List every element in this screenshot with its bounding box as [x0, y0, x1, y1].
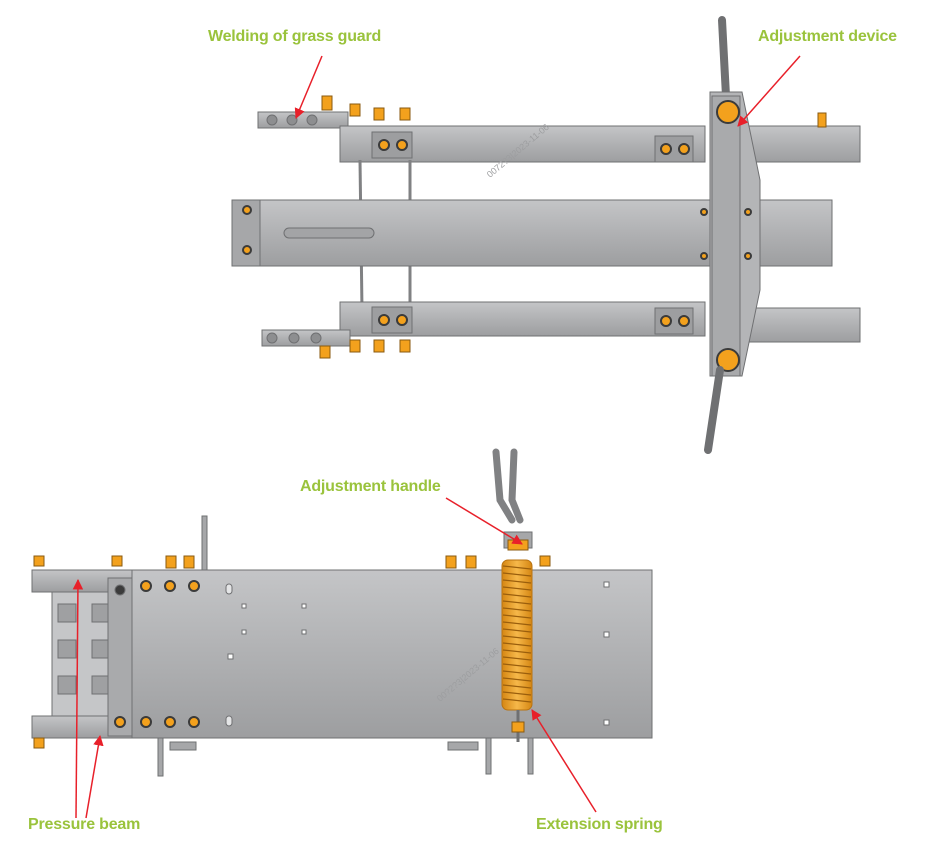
spring-coil [502, 614, 532, 619]
spring-coil [502, 628, 532, 633]
spring-coil [502, 677, 532, 682]
extension-spring [501, 559, 533, 742]
main-plate [131, 569, 653, 739]
pressure-beam [31, 569, 135, 749]
spring-coil [502, 607, 532, 612]
bottom-assembly [31, 448, 653, 777]
spring-coil [502, 642, 532, 647]
callout-arrows [72, 55, 801, 819]
arrow-grass-guard [294, 55, 323, 119]
spring-coil [502, 684, 532, 689]
spring-coil [502, 635, 532, 640]
spring-coil [502, 565, 532, 570]
adjustment-handle [492, 448, 533, 551]
arrow-adjustment-device [737, 55, 801, 127]
spring-coil [502, 698, 532, 703]
adjustment-device [700, 16, 761, 454]
top-assembly [231, 16, 861, 454]
spring-coil [502, 586, 532, 591]
spring-coil [502, 670, 532, 675]
spring-coil [502, 579, 532, 584]
arrow-extension-spring [531, 709, 597, 813]
label-adjustment-device: Adjustment device [758, 28, 897, 45]
label-grass-guard: Welding of grass guard [208, 28, 382, 45]
label-extension-spring: Extension spring [536, 816, 663, 833]
spring-coil [502, 593, 532, 598]
spring-coil [502, 649, 532, 654]
spring-coil [502, 656, 532, 661]
grass-guard-top [257, 95, 411, 129]
spring-coil [502, 691, 532, 696]
label-pressure-beam: Pressure beam [28, 816, 141, 833]
arrow-adjustment-handle [445, 497, 523, 545]
spring-coil [502, 663, 532, 668]
grass-guard-bottom [261, 329, 411, 359]
arrow-pressure-beam-1 [72, 578, 84, 819]
spring-coil [502, 621, 532, 626]
label-adjustment-handle: Adjustment handle [300, 478, 441, 495]
spring-coil [502, 572, 532, 577]
arrow-pressure-beam-2 [85, 734, 104, 819]
spring-coil [502, 600, 532, 605]
